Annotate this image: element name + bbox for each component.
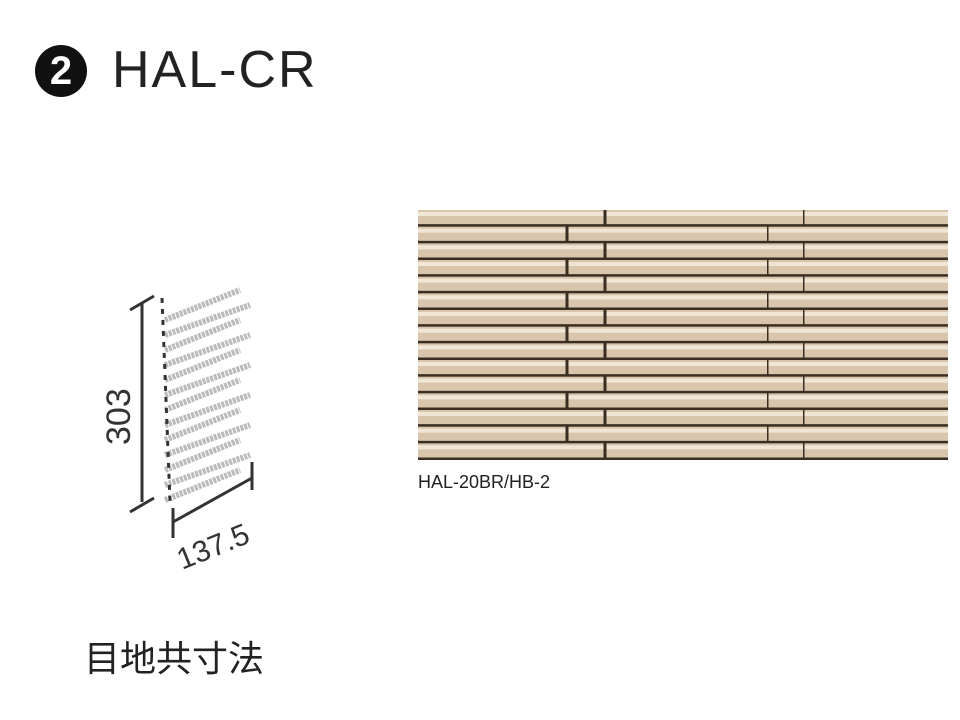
diagram-strip <box>163 347 242 383</box>
tile-highlight <box>568 362 767 366</box>
width-dimension-line <box>172 476 253 524</box>
tile-sheet-outline <box>160 287 251 503</box>
dimension-diagram: 303 137.5 <box>100 287 254 577</box>
tile-highlight <box>568 328 767 333</box>
tile-highlight <box>568 428 767 433</box>
tile-highlight <box>804 278 948 283</box>
tile-highlight <box>768 428 948 433</box>
number-badge: 2 <box>35 45 87 97</box>
sheet-edge-dashed <box>160 297 172 503</box>
diagram-strip <box>163 317 242 353</box>
tile-sample-image <box>418 210 948 460</box>
tile-highlight <box>768 262 948 266</box>
tile-highlight <box>418 262 566 266</box>
tile-highlight <box>418 428 566 433</box>
tile-highlight <box>606 412 803 416</box>
tile-highlight <box>768 228 948 233</box>
tile-highlight <box>606 345 803 350</box>
tile-highlight <box>418 245 604 250</box>
tile-highlight <box>804 345 948 350</box>
tile-highlight <box>418 212 604 216</box>
tile-highlight <box>768 295 948 300</box>
diagram-strip <box>164 452 251 488</box>
diagram-strip <box>163 437 242 473</box>
tile-highlight <box>418 278 604 283</box>
width-label: 137.5 <box>172 518 254 577</box>
diagram-strip <box>164 392 251 428</box>
product-title: HAL-CR <box>112 41 318 99</box>
tile-highlight <box>606 245 803 250</box>
tile-highlight <box>568 262 767 266</box>
tile-highlight <box>804 378 948 383</box>
tile-highlight <box>804 312 948 316</box>
joint-dimension-label: 目地共寸法 <box>84 639 265 680</box>
tile-highlight <box>804 245 948 250</box>
tile-highlight <box>606 378 803 383</box>
tile-highlight <box>606 278 803 283</box>
tile-highlight <box>418 395 566 400</box>
tile-highlight <box>418 412 604 416</box>
tile-highlight <box>418 228 566 233</box>
tile-highlight <box>418 345 604 350</box>
tile-highlight <box>568 395 767 400</box>
tile-highlight <box>568 228 767 233</box>
diagram-strip <box>163 467 242 503</box>
diagram-strip <box>164 422 251 458</box>
tile-highlight <box>606 445 803 450</box>
tile-caption: HAL-20BR/HB-2 <box>418 472 551 492</box>
tile-highlight <box>418 328 566 333</box>
tile-highlight <box>418 445 604 450</box>
diagram-strip <box>164 302 251 338</box>
tile-highlight <box>804 445 948 450</box>
diagram-strip <box>163 287 242 323</box>
tile-highlight <box>606 212 803 216</box>
tile-highlight <box>804 412 948 416</box>
tile-highlight <box>418 312 604 316</box>
tile-highlight <box>606 312 803 316</box>
tile-highlight <box>418 362 566 366</box>
diagram-strip <box>163 377 242 413</box>
height-label: 303 <box>100 388 138 445</box>
diagram-strip <box>163 407 242 443</box>
tile-highlight <box>768 328 948 333</box>
tile-highlight <box>568 295 767 300</box>
tile-highlight <box>418 378 604 383</box>
tile-highlight <box>804 212 948 216</box>
diagram-strip <box>164 332 251 368</box>
tile-highlight <box>768 395 948 400</box>
diagram-strip <box>164 362 251 398</box>
tile-highlight <box>418 295 566 300</box>
tile-highlight <box>768 362 948 366</box>
